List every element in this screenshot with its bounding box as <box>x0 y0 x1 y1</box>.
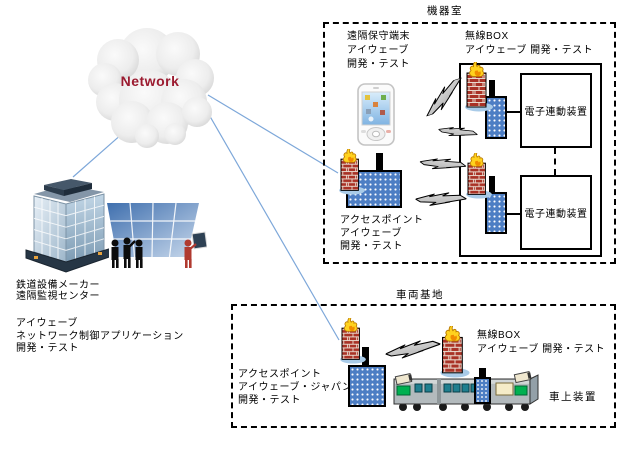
interlocking-label: 電子連動装置 <box>524 209 588 220</box>
caption-line: 開発・テスト <box>347 59 410 70</box>
caption-line: 無線BOX <box>477 330 521 341</box>
caption-line: アイウェーブ 開発・テスト <box>477 344 606 355</box>
people-silhouettes <box>111 237 143 268</box>
network-label: Network <box>120 73 180 89</box>
depot-access-point-caption: アクセスポイント アイウェーブ・ジャパン 開発・テスト <box>238 368 352 407</box>
eq-wireless-box-caption: 無線BOX アイウェーブ 開発・テスト <box>465 30 593 58</box>
onboard-device <box>474 377 491 404</box>
caption-line: アクセスポイント <box>340 215 424 226</box>
depot-access-point-device <box>348 365 386 407</box>
caption-line: アイウェーブ・ジャパン <box>238 382 353 393</box>
firewall-icon <box>336 318 370 364</box>
antenna-icon <box>362 347 369 366</box>
presenter-silhouette <box>184 231 207 268</box>
firewall-icon <box>464 153 494 199</box>
interlocking-link-dashed <box>554 148 556 175</box>
caption-line: アクセスポイント <box>238 369 322 380</box>
connection-line <box>203 105 340 341</box>
antenna-icon <box>479 368 486 378</box>
wired-link <box>505 111 521 113</box>
antenna-icon <box>376 153 383 171</box>
antenna-icon <box>489 80 495 97</box>
interlocking-device-box: 電子連動装置 <box>520 175 592 250</box>
caption-line: アイウェーブ <box>340 228 402 239</box>
firewall-icon <box>334 149 370 195</box>
caption-line: アイウェーブ <box>347 45 409 56</box>
wireless-box-device <box>485 192 507 234</box>
monitoring-wall-icon <box>107 202 207 268</box>
caption-line: 開発・テスト <box>16 343 79 354</box>
roof-camera-icon <box>513 371 532 384</box>
railway-maker-caption: 鉄道設備メーカー 遠隔監視センター <box>16 280 100 302</box>
depot-wireless-box-caption: 無線BOX アイウェーブ 開発・テスト <box>477 329 605 357</box>
onboard-label: 車上装置 <box>549 391 597 403</box>
antenna-icon <box>489 176 495 193</box>
caption-line: 遠隔監視センター <box>16 291 100 302</box>
terminal-caption: 遠隔保守端末 アイウェーブ 開発・テスト <box>347 30 410 72</box>
interlocking-device-box: 電子連動装置 <box>520 73 592 148</box>
caption-line: アイウェーブ 開発・テスト <box>465 45 594 56</box>
depot-title: 車両基地 <box>396 289 444 301</box>
equipment-room-title: 機器室 <box>427 5 463 17</box>
caption-line: 鉄道設備メーカー <box>16 280 100 291</box>
maintenance-terminal-icon <box>357 83 395 146</box>
train-icon <box>393 371 539 411</box>
app-caption: アイウェーブ ネットワーク制御アプリケーション 開発・テスト <box>16 318 184 356</box>
caption-line: 開発・テスト <box>340 241 403 252</box>
depot-box <box>231 304 616 428</box>
roof-camera-icon <box>394 373 413 386</box>
firewall-icon <box>464 62 494 112</box>
network-cloud-icon <box>88 28 214 148</box>
connection-line <box>207 94 339 174</box>
wired-link <box>505 213 521 215</box>
equipment-room-box <box>323 22 616 264</box>
caption-line: 無線BOX <box>465 31 509 42</box>
caption-line: ネットワーク制御アプリケーション <box>16 330 184 342</box>
caption-line: アイウェーブ <box>16 318 78 329</box>
office-building-icon <box>25 179 109 273</box>
caption-line: 開発・テスト <box>238 395 301 406</box>
caption-line: 遠隔保守端末 <box>347 31 410 42</box>
eq-access-point-caption: アクセスポイント アイウェーブ 開発・テスト <box>340 214 424 253</box>
interlocking-label: 電子連動装置 <box>524 107 588 118</box>
